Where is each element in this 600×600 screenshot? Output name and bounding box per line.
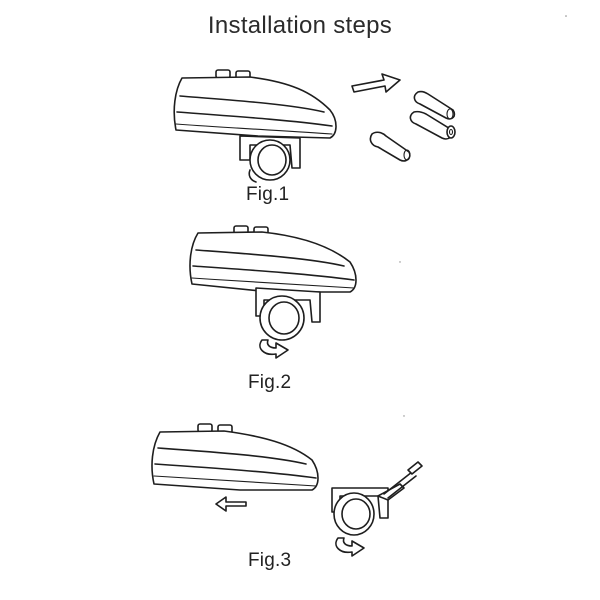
fig2-light-body: [189, 231, 357, 293]
fig1-diagram: [173, 69, 456, 183]
fig3-screwdriver: [383, 461, 423, 499]
fig2-diagram: [189, 225, 357, 359]
fig1-battery-3: [369, 131, 411, 162]
fig1-insert-arrow: [351, 73, 401, 93]
fig3-light-body: [151, 430, 319, 491]
fig3-label: Fig.3: [248, 550, 292, 571]
fig2-handlebar-clamp: [255, 287, 321, 341]
fig1-light-body: [173, 76, 337, 139]
fig1-label: Fig.1: [246, 184, 290, 205]
fig1-battery-2: [409, 110, 456, 140]
fig2-tighten-arrow: [259, 339, 289, 359]
fig3-diagram: [151, 423, 423, 557]
fig1-top-buttons: [215, 69, 251, 80]
fig1-handlebar-clamp: [239, 135, 301, 183]
scan-specks: [399, 15, 567, 417]
page-title: Installation steps: [207, 12, 393, 39]
fig3-slide-arrow: [215, 496, 247, 512]
fig3-tighten-arrow: [335, 537, 365, 557]
fig3-handlebar-clamp: [331, 483, 405, 536]
fig1-battery-1: [413, 90, 456, 120]
fig2-label: Fig.2: [248, 372, 292, 393]
